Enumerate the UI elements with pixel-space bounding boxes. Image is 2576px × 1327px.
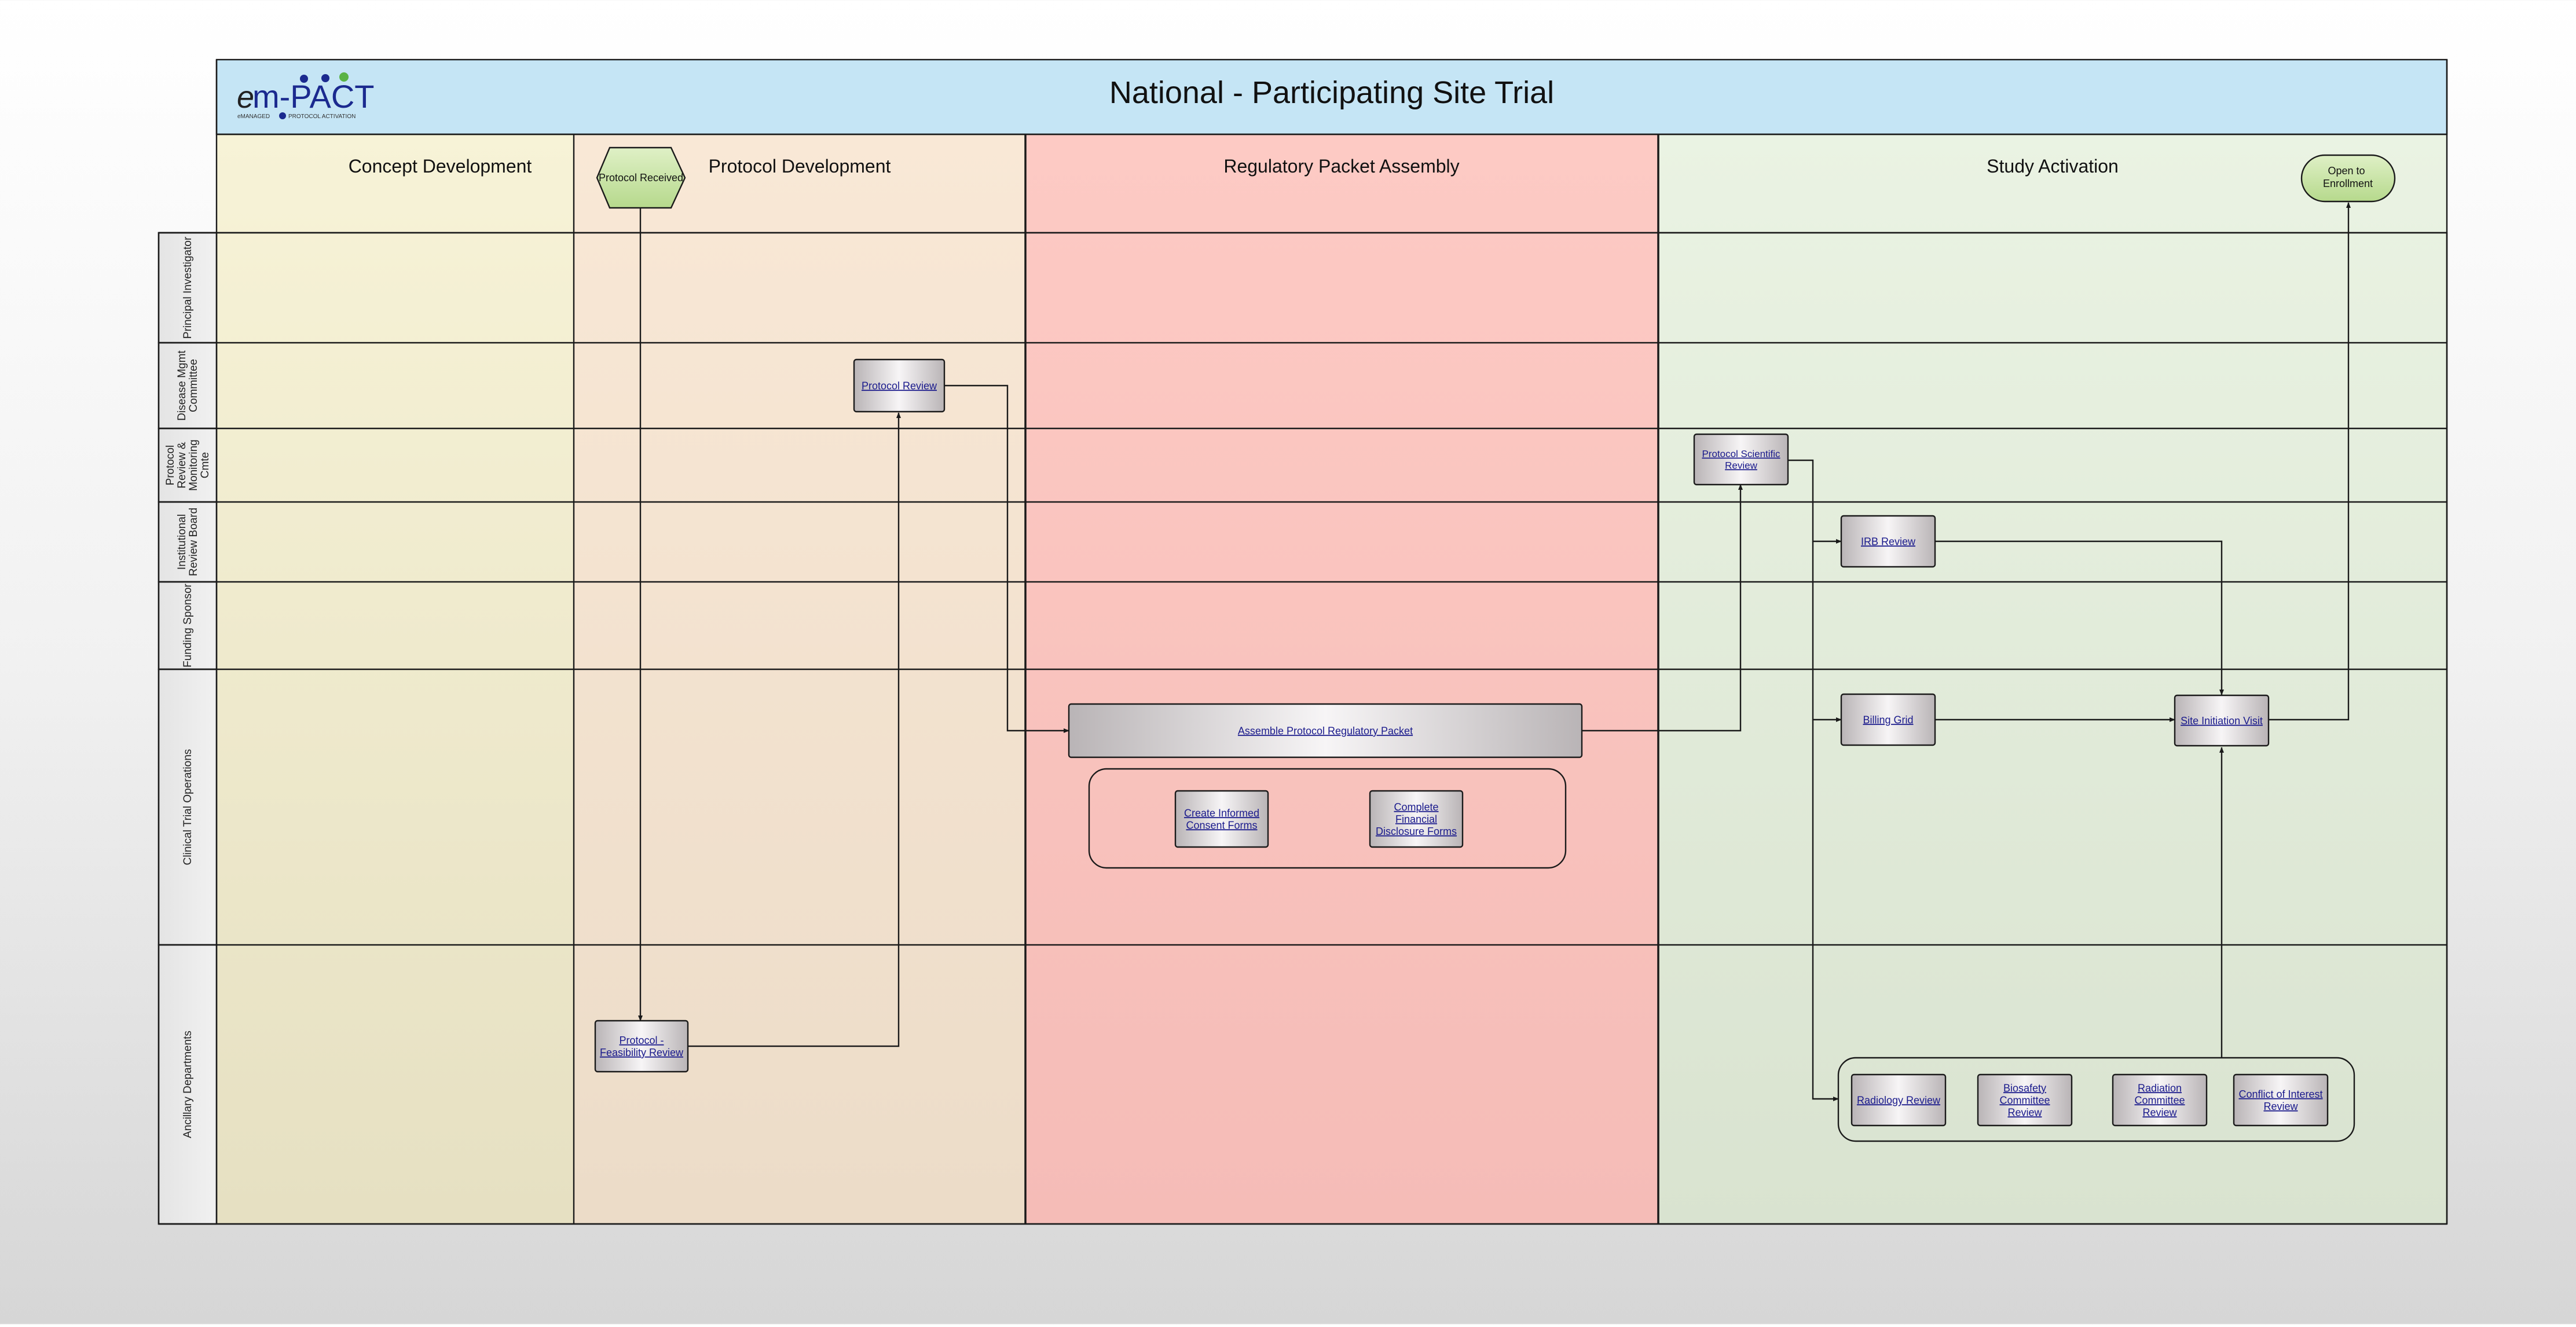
task-label[interactable]: Assemble Protocol Regulatory Packet — [1238, 725, 1413, 736]
phase-title-regulatory: Regulatory Packet Assembly — [1223, 156, 1459, 177]
task-label[interactable]: Site Initiation Visit — [2181, 715, 2263, 727]
assemble-packet-task[interactable]: Assemble Protocol Regulatory Packet — [1068, 703, 1583, 758]
lane-label: ProtocolReview &MonitoringCmte — [164, 439, 211, 491]
phase-bg-regulatory — [1025, 134, 1658, 1224]
header-bar — [215, 58, 2448, 135]
lane-label: InstitutionalReview Board — [176, 508, 200, 576]
lane-label: Ancillary Departments — [182, 1031, 194, 1138]
svg-text:e: e — [237, 80, 254, 115]
consent-forms-group — [1088, 768, 1567, 869]
protocol-received-event[interactable] — [596, 146, 686, 209]
open-to-enrollment-event[interactable] — [2300, 154, 2396, 203]
radiology-review-task[interactable]: Radiology Review — [1851, 1073, 1947, 1127]
page-title: National - Participating Site Trial — [1109, 75, 1554, 110]
diagram-frame — [157, 232, 2448, 1225]
billing-grid-task[interactable]: Billing Grid — [1840, 693, 1936, 746]
phase-title-concept: Concept Development — [349, 156, 532, 177]
svg-text:eMANAGED: eMANAGED — [237, 113, 270, 120]
phase-title-protocol: Protocol Development — [709, 156, 891, 177]
lane-label: Funding Sponsor — [182, 583, 194, 667]
task-label[interactable]: IRB Review — [1861, 536, 1916, 547]
lane-label: Principal Investigator — [182, 236, 194, 339]
svg-text:m-PACT: m-PACT — [252, 78, 375, 115]
feasibility-review-task[interactable]: Protocol -Feasibility Review — [594, 1020, 689, 1073]
phase-bg-concept — [217, 134, 574, 1224]
phase-bg-activation — [1658, 134, 2447, 1224]
protocol-review-task[interactable]: Protocol Review — [853, 358, 946, 413]
protocol-received-label: Protocol Received — [599, 172, 683, 184]
flow-connectors — [638, 202, 2351, 1101]
task-label[interactable]: Radiology Review — [1857, 1094, 1941, 1106]
lane-label: Clinical Trial Operations — [182, 749, 194, 866]
task-label[interactable]: Billing Grid — [1863, 714, 1913, 725]
phase-title-activation: Study Activation — [1987, 156, 2119, 177]
lane-label: Disease MgmtCommittee — [176, 350, 200, 421]
irb-review-task[interactable]: IRB Review — [1840, 515, 1936, 568]
site-initiation-task[interactable]: Site Initiation Visit — [2174, 694, 2270, 747]
svg-text:PROTOCOL ACTIVATION: PROTOCOL ACTIVATION — [288, 113, 356, 120]
lane-label-box — [157, 427, 218, 503]
task-label[interactable]: Protocol -Feasibility Review — [600, 1035, 684, 1058]
open-to-enrollment-label: Open to Enrollment — [2323, 165, 2373, 189]
empact-logo: e m-PACT eMANAGED PROTOCOL ACTIVATION — [237, 72, 375, 120]
task-label[interactable]: Protocol Review — [862, 380, 937, 391]
